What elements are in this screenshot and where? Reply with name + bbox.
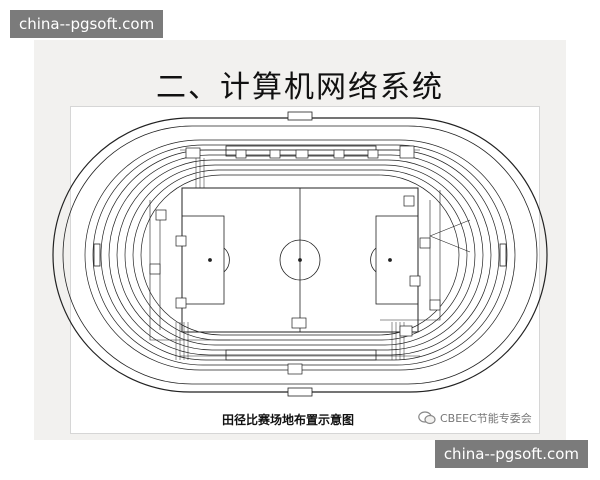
stadium-layout-drawing bbox=[70, 106, 540, 434]
bottom-entrance-notch bbox=[287, 387, 313, 397]
diagram-caption: 田径比赛场地布置示意图 bbox=[222, 413, 355, 427]
left-penalty-box bbox=[181, 215, 225, 305]
slide-title: 二、计算机网络系统 bbox=[156, 70, 444, 105]
wechat-icon bbox=[418, 411, 436, 425]
watermark-top: china--pgsoft.com bbox=[10, 10, 164, 38]
stadium-inner-wall bbox=[62, 125, 538, 385]
left-entrance-notch bbox=[93, 243, 101, 267]
brand-mark: CBEEC节能专委会 bbox=[418, 410, 532, 426]
right-entrance-notch bbox=[499, 243, 507, 267]
top-entrance-notch bbox=[287, 111, 313, 121]
center-circle bbox=[279, 239, 321, 281]
watermark-bottom: china--pgsoft.com bbox=[434, 440, 588, 468]
corner-throwing-sector bbox=[429, 219, 471, 253]
stadium-outer-wall bbox=[52, 117, 548, 393]
left-penalty-arc bbox=[223, 247, 230, 273]
center-spot bbox=[298, 258, 302, 262]
brand-label: CBEEC节能专委会 bbox=[440, 412, 532, 425]
start-line-hatching bbox=[175, 158, 405, 360]
bottom-straight-equipment-strip bbox=[225, 349, 377, 361]
network-equipment-nodes bbox=[149, 145, 441, 375]
running-track bbox=[84, 139, 516, 371]
right-penalty-arc bbox=[370, 247, 377, 273]
right-penalty-box bbox=[375, 215, 419, 305]
